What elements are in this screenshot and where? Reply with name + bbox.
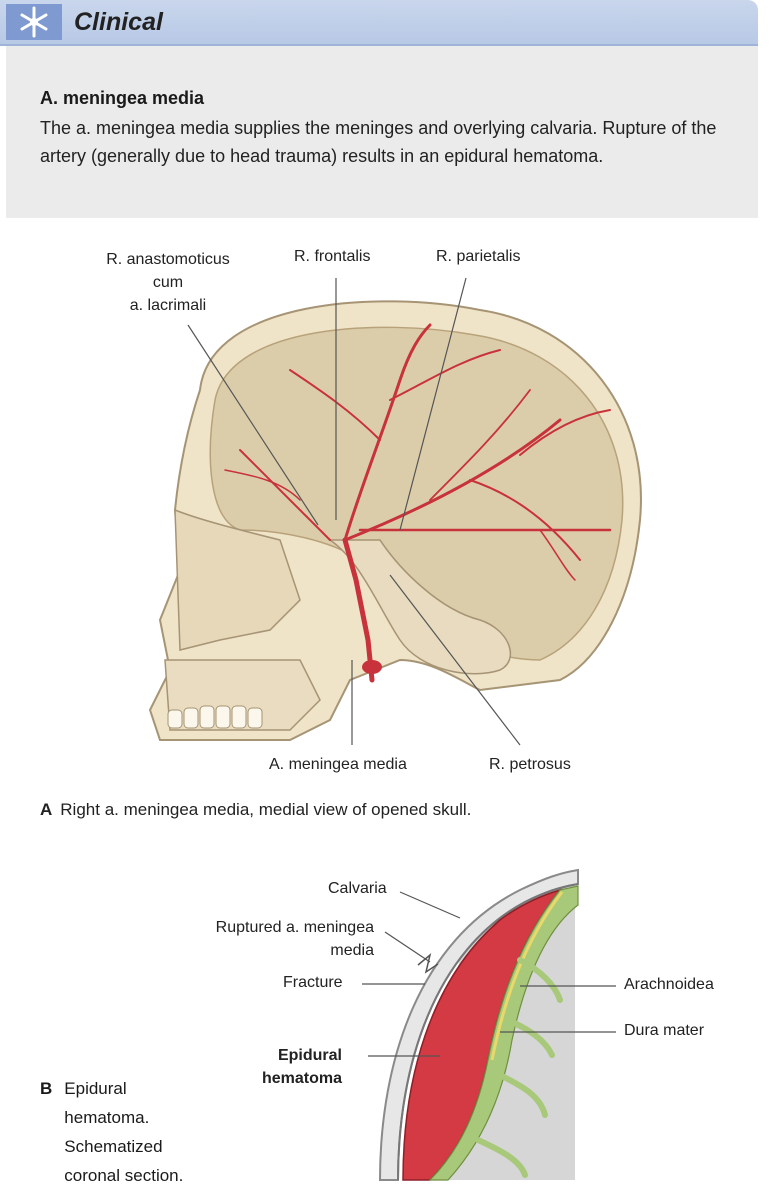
intro-title: A. meningea media xyxy=(40,88,205,108)
label-petrosus: R. petrosus xyxy=(489,756,571,773)
label-ruptured-artery: Ruptured a. meningea media xyxy=(178,916,374,962)
label-parietalis: R. parietalis xyxy=(436,248,521,265)
label-anastomoticus-line2: cum xyxy=(152,274,184,291)
label-anastomoticus-line3: a. lacrimali xyxy=(129,297,207,314)
caption-b-letter: B xyxy=(40,1079,53,1098)
label-epidural-line2: hematoma xyxy=(261,1070,342,1087)
label-frontalis: R. frontalis xyxy=(294,248,371,265)
caption-b-line4: coronal section. xyxy=(64,1166,184,1185)
label-meningea-media: A. meningea media xyxy=(269,756,407,773)
label-calvaria: Calvaria xyxy=(328,880,387,897)
label-epidural-line1: Epidural xyxy=(277,1047,342,1064)
snowflake-icon xyxy=(6,4,62,40)
caption-a-text: Right a. meningea media, medial view of … xyxy=(60,800,472,819)
caption-b-lines: Epidural hematoma. Schematized coronal s… xyxy=(64,1074,183,1190)
header-title: Clinical xyxy=(74,8,163,36)
coronal-section-diagram xyxy=(362,868,616,1181)
intro-box xyxy=(6,46,758,218)
label-ruptured-line1: Ruptured a. meningea xyxy=(215,919,374,936)
caption-b-line3: Schematized xyxy=(64,1137,163,1156)
caption-b-line2: hematoma. xyxy=(64,1108,150,1127)
label-anastomoticus-line1: R. anastomoticus xyxy=(106,251,230,268)
caption-a: A Right a. meningea media, medial view of… xyxy=(40,800,471,820)
label-arachnoidea: Arachnoidea xyxy=(624,976,714,993)
label-dura-mater: Dura mater xyxy=(624,1022,705,1039)
label-anastomoticus: R. anastomoticus cum a. lacrimali xyxy=(88,248,248,317)
skull-illustration xyxy=(148,277,642,746)
label-ruptured-line2: media xyxy=(330,942,374,959)
caption-a-letter: A xyxy=(40,800,53,819)
caption-b-line1: Epidural xyxy=(64,1079,127,1098)
label-epidural-hematoma: Epidural hematoma xyxy=(226,1044,342,1090)
intro-text: The a. meningea media supplies the menin… xyxy=(40,118,717,166)
label-fracture: Fracture xyxy=(283,974,343,991)
section-header: Clinical xyxy=(0,0,758,46)
caption-b: B Epidural hematoma. Schematized coronal… xyxy=(40,1074,183,1190)
